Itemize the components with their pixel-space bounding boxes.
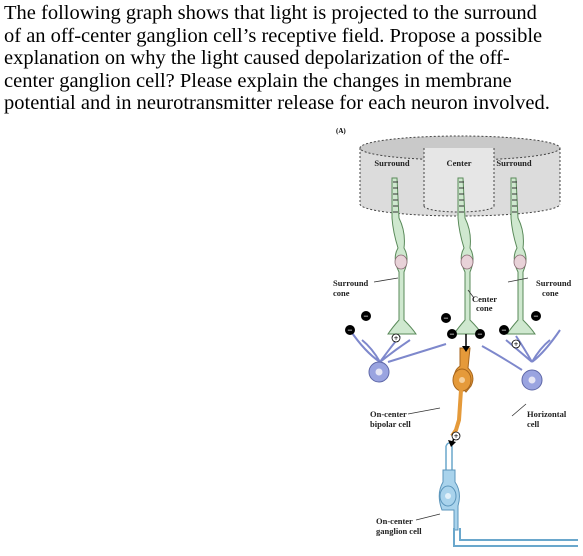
svg-text:−: − (449, 329, 454, 339)
svg-text:+: + (394, 334, 399, 343)
field-label-center: Center (446, 158, 471, 168)
label-surround-cone-right-1: Surround (536, 278, 572, 288)
field-label-surround-right: Surround (496, 158, 532, 168)
svg-text:+: + (514, 340, 519, 349)
bipolar-cell-shape (452, 348, 473, 436)
label-surround-cone-right-2: cone (542, 288, 559, 298)
svg-text:−: − (501, 325, 506, 335)
label-ganglion-1: On-center (376, 516, 413, 526)
label-horizontal-2: cell (527, 419, 540, 429)
label-bipolar-1: On-center (370, 409, 407, 419)
svg-text:−: − (363, 311, 368, 321)
svg-text:+: + (454, 432, 459, 441)
label-surround-cone-left-1: Surround (333, 278, 369, 288)
label-horizontal-1: Horizontal (527, 409, 567, 419)
label-ganglion-2: ganglion cell (376, 526, 422, 536)
field-label-surround-left: Surround (374, 158, 410, 168)
label-surround-cone-left-2: cone (333, 288, 350, 298)
label-center-cone-2: cone (476, 303, 493, 313)
svg-text:−: − (477, 329, 482, 339)
ganglion-cell-shape (439, 443, 578, 546)
svg-text:−: − (347, 325, 352, 335)
horizontal-cell-right-shape (482, 330, 560, 390)
svg-text:−: − (533, 311, 538, 321)
svg-text:−: − (443, 313, 448, 323)
panel-label: (A) (336, 127, 346, 135)
label-bipolar-2: bipolar cell (370, 419, 411, 429)
